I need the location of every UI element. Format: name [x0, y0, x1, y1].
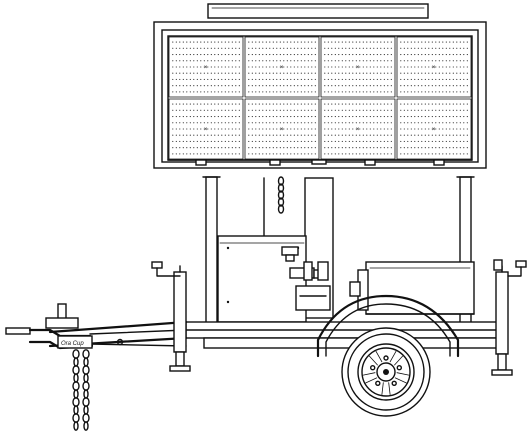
lug-nuts — [370, 355, 402, 386]
left-support-post — [205, 176, 218, 326]
safety-chains — [72, 349, 90, 431]
chain-link — [73, 373, 79, 383]
wheel-spoke-window — [381, 382, 391, 395]
board-safety-chain — [277, 176, 285, 214]
led-panel — [396, 98, 472, 160]
battery-enclosure — [217, 235, 331, 323]
chain-link — [73, 389, 79, 399]
left-rear-jack — [151, 261, 191, 372]
chain-link — [83, 405, 89, 415]
chain-link — [83, 357, 89, 367]
chain-link — [82, 397, 90, 407]
led-display-area — [167, 35, 473, 161]
chain-link — [82, 365, 90, 375]
chain-link — [72, 381, 80, 391]
panel-center-mark: × — [356, 65, 360, 71]
led-panel — [320, 98, 396, 160]
chain-link — [83, 421, 89, 431]
rim — [357, 343, 415, 401]
hitch-plate — [57, 335, 93, 349]
lug-nut — [396, 365, 402, 371]
panel-center-mark: × — [280, 127, 284, 133]
engine-box — [349, 261, 475, 315]
wheel-spokes — [362, 350, 410, 395]
wheel-spoke-window — [362, 372, 378, 384]
wheel-spoke-window — [389, 350, 403, 366]
hitch-coupler: Ora Cup — [5, 327, 94, 350]
led-panel — [244, 98, 320, 160]
panel-center-mark: × — [356, 127, 360, 133]
wheel-tire — [341, 327, 431, 417]
chain-link — [83, 373, 89, 383]
wheel-spoke-window — [394, 372, 410, 384]
panel-center-mark: × — [204, 127, 208, 133]
chain-link — [73, 357, 79, 367]
chain-link — [83, 389, 89, 399]
wheel-spoke-window — [369, 350, 383, 366]
chain-link — [73, 405, 79, 415]
lug-nut — [383, 355, 389, 361]
chain-link — [82, 349, 90, 359]
chain-link — [72, 349, 80, 359]
right-rear-jack — [491, 259, 527, 376]
led-panel — [244, 36, 320, 98]
fender — [316, 294, 460, 358]
led-panel — [396, 36, 472, 98]
lug-nut — [391, 380, 397, 386]
chain-link — [72, 397, 80, 407]
chain-link — [73, 421, 79, 431]
chain-link — [72, 413, 80, 423]
panel-center-mark: × — [432, 127, 436, 133]
chain-link — [82, 413, 90, 423]
panel-center-mark: × — [432, 65, 436, 71]
panel-center-mark: × — [204, 65, 208, 71]
message-board: × × × × × × × × — [153, 3, 487, 169]
chain-link — [72, 365, 80, 375]
led-panel — [168, 36, 244, 98]
panel-center-mark: × — [280, 65, 284, 71]
led-panel — [168, 98, 244, 160]
lug-nut — [375, 380, 381, 386]
tongue-jack — [45, 303, 79, 329]
hitch-plate-label: Ora Cup — [61, 341, 84, 347]
lug-nut — [370, 365, 376, 371]
led-grid: × × × × × × × × — [168, 36, 472, 160]
led-panel — [320, 36, 396, 98]
chain-link — [82, 381, 90, 391]
solar-panel — [207, 3, 429, 19]
